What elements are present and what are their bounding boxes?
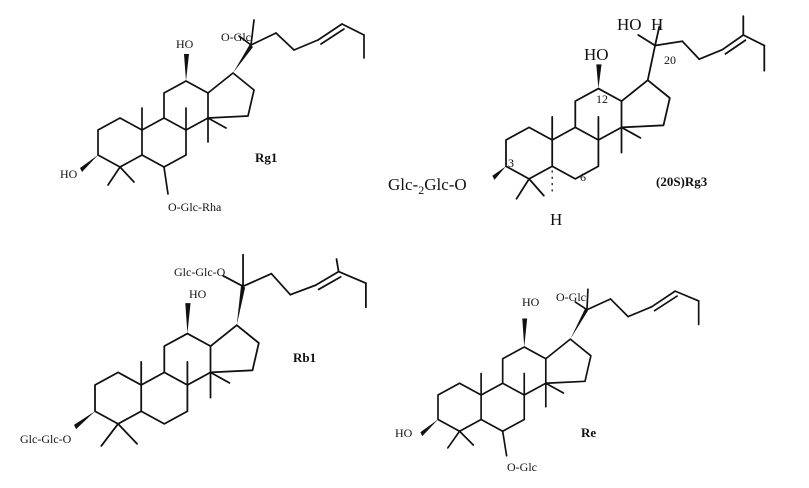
- rg1-c6-sugar: O-Glc-Rha: [168, 200, 222, 214]
- rg3-skeleton: [492, 15, 766, 200]
- compound-rg1: HO O-Glc HO O-Glc-Rha Rg1: [60, 19, 365, 214]
- re-c6-sugar: O-Glc: [507, 460, 537, 474]
- rg3-c12-hydroxyl: HO: [584, 45, 609, 64]
- rg1-name: Rg1: [255, 150, 277, 165]
- rg1-c3-hydroxyl: HO: [60, 167, 78, 181]
- rg3-c20-hydrogen: H: [651, 15, 663, 34]
- rg3-c5-hydrogen: H: [550, 210, 562, 229]
- rg1-c12-hydroxyl: HO: [176, 37, 194, 51]
- compound-re: HO O-Glc HO O-Glc Re: [395, 288, 700, 474]
- rg1-skeleton: [80, 19, 365, 195]
- re-name: Re: [581, 425, 596, 440]
- re-c3-hydroxyl: HO: [395, 426, 413, 440]
- rg3-name: (20S)Rg3: [656, 174, 708, 189]
- compound-rb1: Glc-Glc-O HO Glc-Glc-O Rb1: [20, 253, 367, 447]
- compound-rg3: HO H 20 HO 12 3 6 H Glc-2Glc-O (20S)Rg3: [388, 15, 766, 229]
- rb1-name: Rb1: [293, 350, 316, 365]
- rb1-skeleton: [74, 253, 367, 447]
- rg3-c3-sugar: Glc-2Glc-O: [388, 175, 467, 197]
- rg3-c6-number: 6: [580, 170, 586, 184]
- rg3-c20-number: 20: [664, 53, 676, 67]
- re-c12-hydroxyl: HO: [522, 295, 540, 309]
- rb1-c12-hydroxyl: HO: [189, 287, 207, 301]
- rb1-c20-sugar: Glc-Glc-O: [174, 265, 226, 279]
- re-c20-sugar: O-Glc: [556, 290, 586, 304]
- rg3-c20-hydroxyl: HO: [617, 15, 642, 34]
- rg3-c3-number: 3: [508, 156, 514, 170]
- re-skeleton: [420, 288, 700, 457]
- rg1-c20-sugar: O-Glc: [221, 30, 251, 44]
- rg3-c12-number: 12: [596, 92, 608, 106]
- rb1-c3-sugar: Glc-Glc-O: [20, 432, 72, 446]
